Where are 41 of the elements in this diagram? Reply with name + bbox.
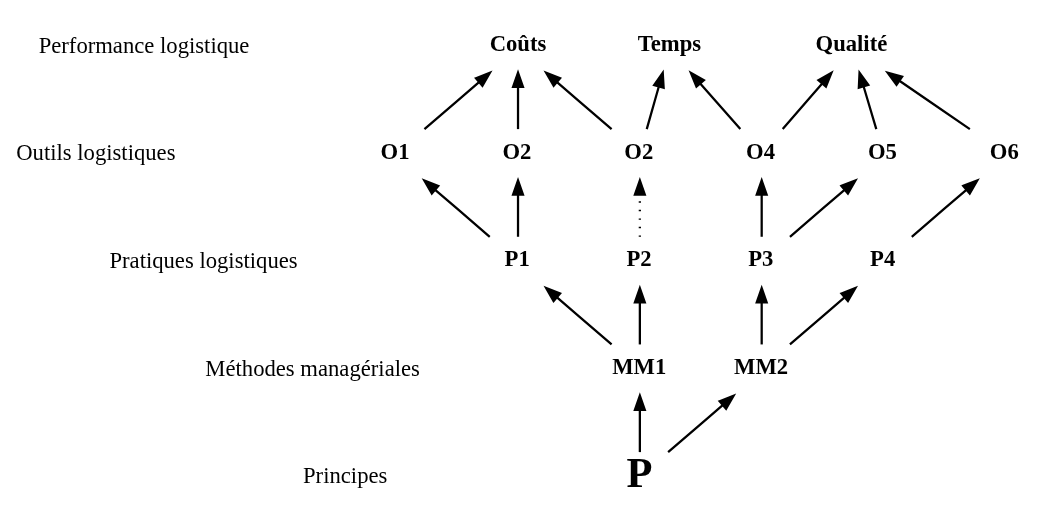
arrow xyxy=(645,69,665,130)
node-text: O1 xyxy=(380,138,410,164)
arrow xyxy=(688,70,742,130)
arrow xyxy=(755,284,769,345)
node-text: P2 xyxy=(626,246,652,272)
arrow xyxy=(633,177,647,237)
label: Performance logistique xyxy=(38,32,250,58)
arrow xyxy=(543,70,613,130)
node-text: Temps xyxy=(637,31,702,57)
node-text: Qualité xyxy=(815,31,888,57)
node-text: O4 xyxy=(746,138,776,164)
label: Pratiques logistiques xyxy=(109,247,298,273)
arrow xyxy=(511,69,525,130)
label: Méthodes managériales xyxy=(205,355,420,381)
arrow xyxy=(755,177,769,237)
node-text: O5 xyxy=(867,138,897,164)
arrow xyxy=(781,70,834,130)
arrow xyxy=(421,178,491,238)
node-text: P xyxy=(626,449,653,497)
node-text: P1 xyxy=(504,246,530,272)
node-text: O6 xyxy=(989,138,1019,164)
arrow xyxy=(884,70,971,131)
label: Principes xyxy=(303,463,388,489)
arrow xyxy=(857,69,878,130)
node-text: Coûts xyxy=(489,31,547,57)
node-text: P3 xyxy=(748,246,774,272)
arrow xyxy=(667,393,737,453)
arrow xyxy=(511,177,525,237)
arrow xyxy=(633,392,647,453)
node-text: P4 xyxy=(870,246,896,272)
node-text: MM1 xyxy=(612,354,667,380)
label: Outils logistiques xyxy=(16,140,176,166)
arrow xyxy=(543,285,613,346)
node-text: O2 xyxy=(624,138,654,164)
arrow xyxy=(789,285,858,346)
node-text: MM2 xyxy=(734,354,789,380)
arrow xyxy=(911,178,980,238)
node-text: O2 xyxy=(502,138,532,164)
arrow xyxy=(633,284,647,345)
arrow xyxy=(423,70,493,130)
arrow xyxy=(789,178,858,238)
